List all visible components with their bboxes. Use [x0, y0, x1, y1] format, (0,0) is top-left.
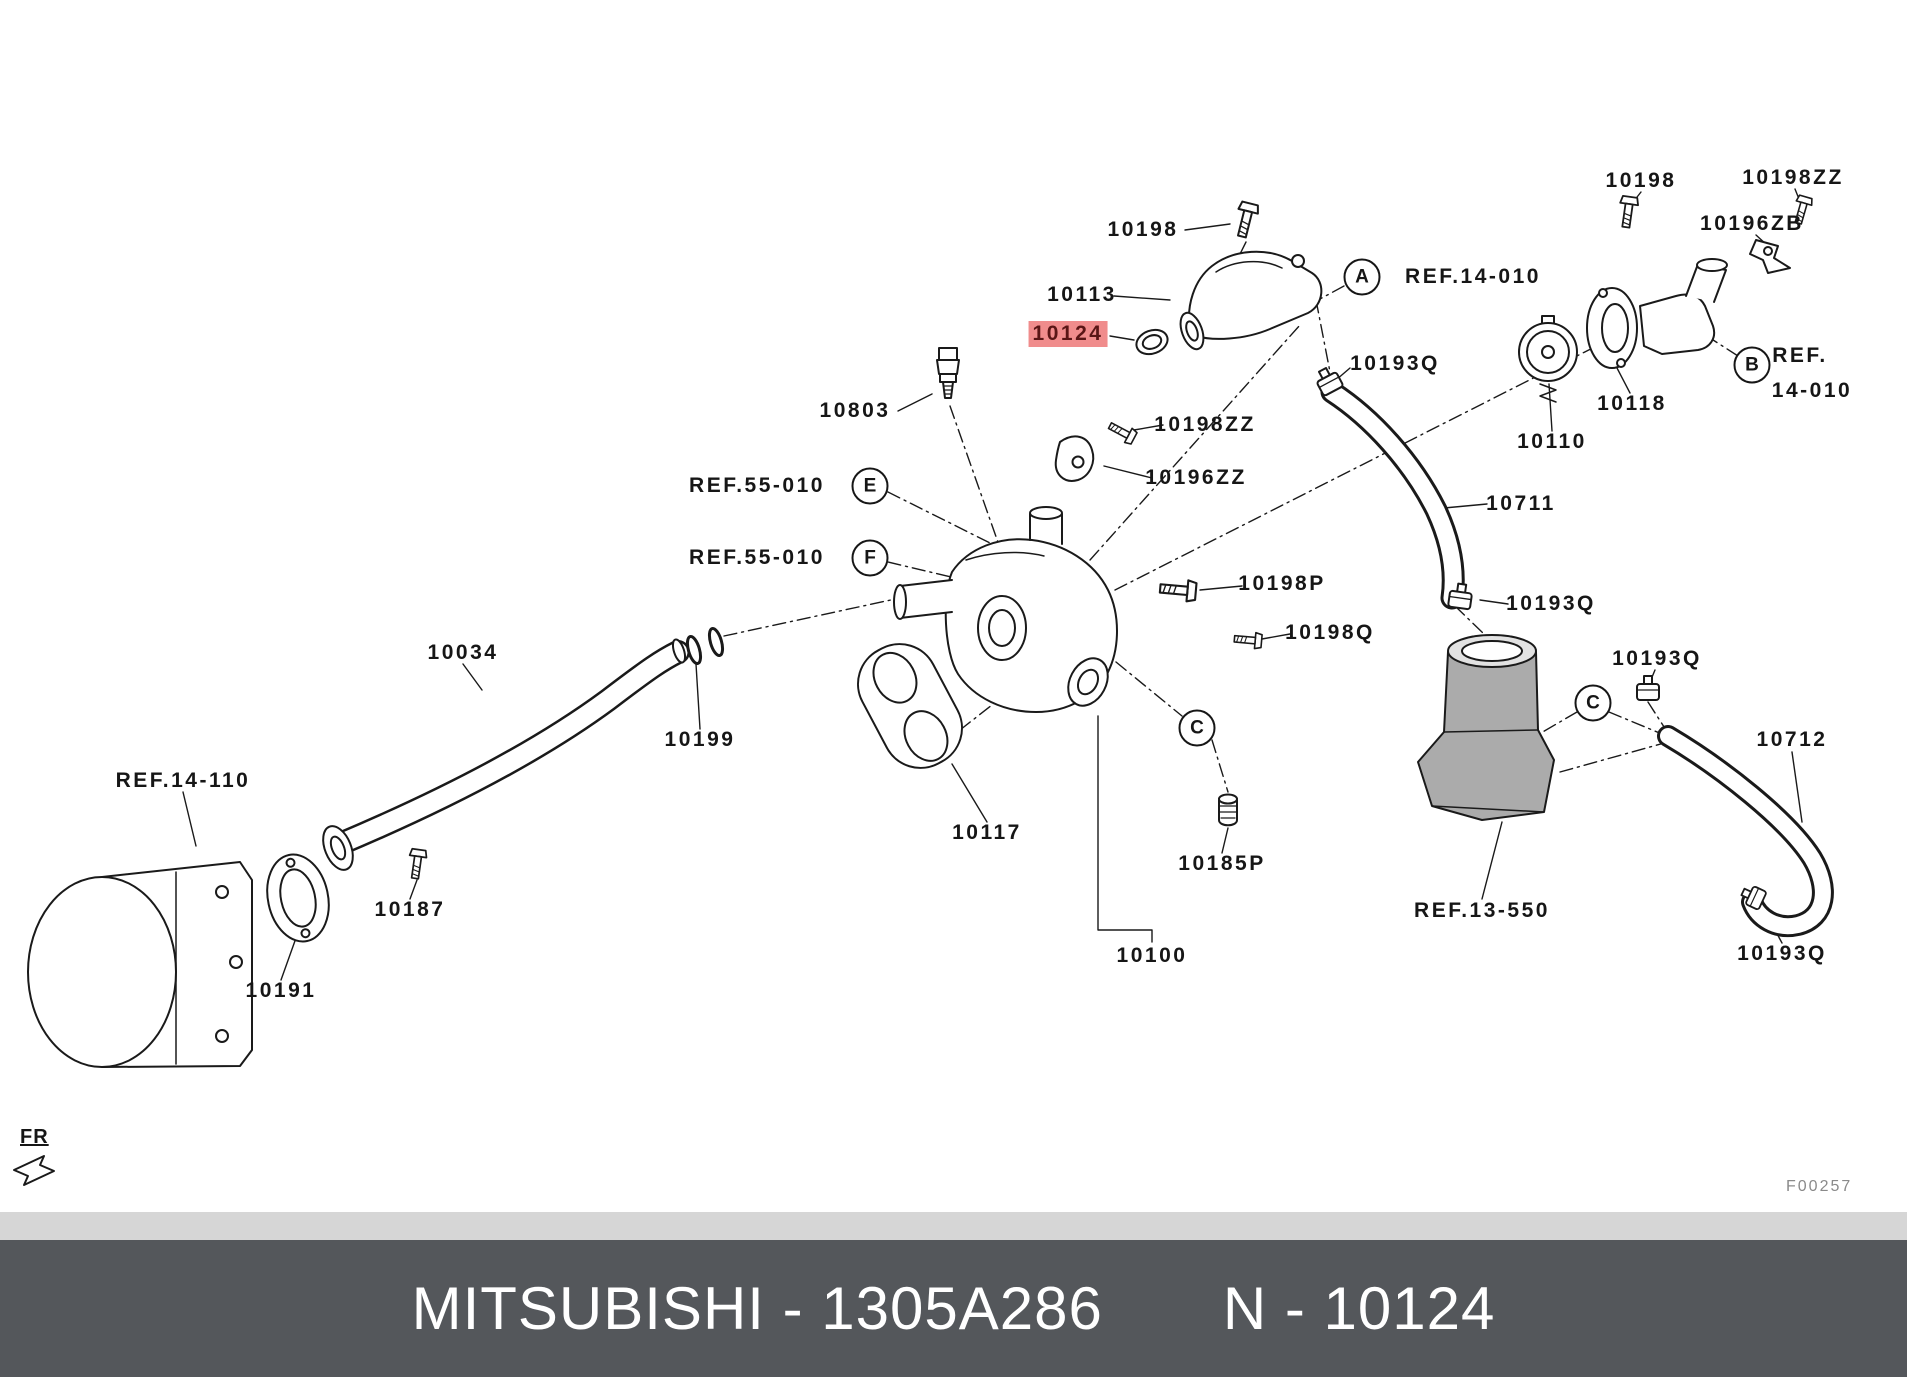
thermostat-case-ref-13-550 — [1417, 634, 1555, 821]
clamp-10193q-right — [1636, 675, 1660, 701]
leader-lines — [182, 188, 1803, 981]
sensor-10803 — [936, 347, 960, 399]
bracket-10196zb — [1749, 239, 1791, 274]
bolt-10198zz-right — [1789, 193, 1815, 227]
oring-10199 — [705, 625, 727, 659]
water-inlet-fitting-10118 — [1586, 258, 1728, 369]
bolt-10198zz-mid — [1105, 417, 1139, 447]
oring-10199 — [683, 633, 705, 667]
fr-label: FR — [20, 1126, 49, 1148]
gasket-10117 — [857, 643, 963, 769]
thermostat-10110 — [1518, 315, 1578, 403]
water-inlet-housing-10100 — [893, 506, 1118, 713]
fr-arrow-icon — [13, 1155, 55, 1186]
footer-brand-part: MITSUBISHI - 1305A286 — [411, 1275, 1103, 1342]
footer-strip — [0, 1212, 1907, 1240]
footer-part-code: N - 10124 — [1222, 1275, 1496, 1342]
gasket-10191 — [266, 853, 330, 943]
plug-10185p — [1218, 793, 1238, 827]
gasket-10124 — [1135, 328, 1169, 356]
water-pipe-10034 — [322, 638, 690, 871]
hose-10711 — [1320, 380, 1465, 610]
water-outlet-10113 — [1179, 250, 1323, 351]
parts-diagram — [13, 188, 1834, 1186]
engine-block — [27, 861, 253, 1068]
bolt-10198-top — [1231, 200, 1261, 240]
bolt-10187 — [405, 847, 429, 881]
bracket-10196zz — [1054, 435, 1095, 482]
bolt-10198p — [1158, 576, 1198, 604]
drawing-code: F00257 — [1786, 1178, 1853, 1195]
footer-bar: MITSUBISHI - 1305A286 N - 10124 — [0, 1240, 1907, 1377]
hose-10712 — [1657, 725, 1834, 938]
bolt-10198-right — [1616, 194, 1640, 230]
bolt-10198q — [1232, 630, 1264, 650]
